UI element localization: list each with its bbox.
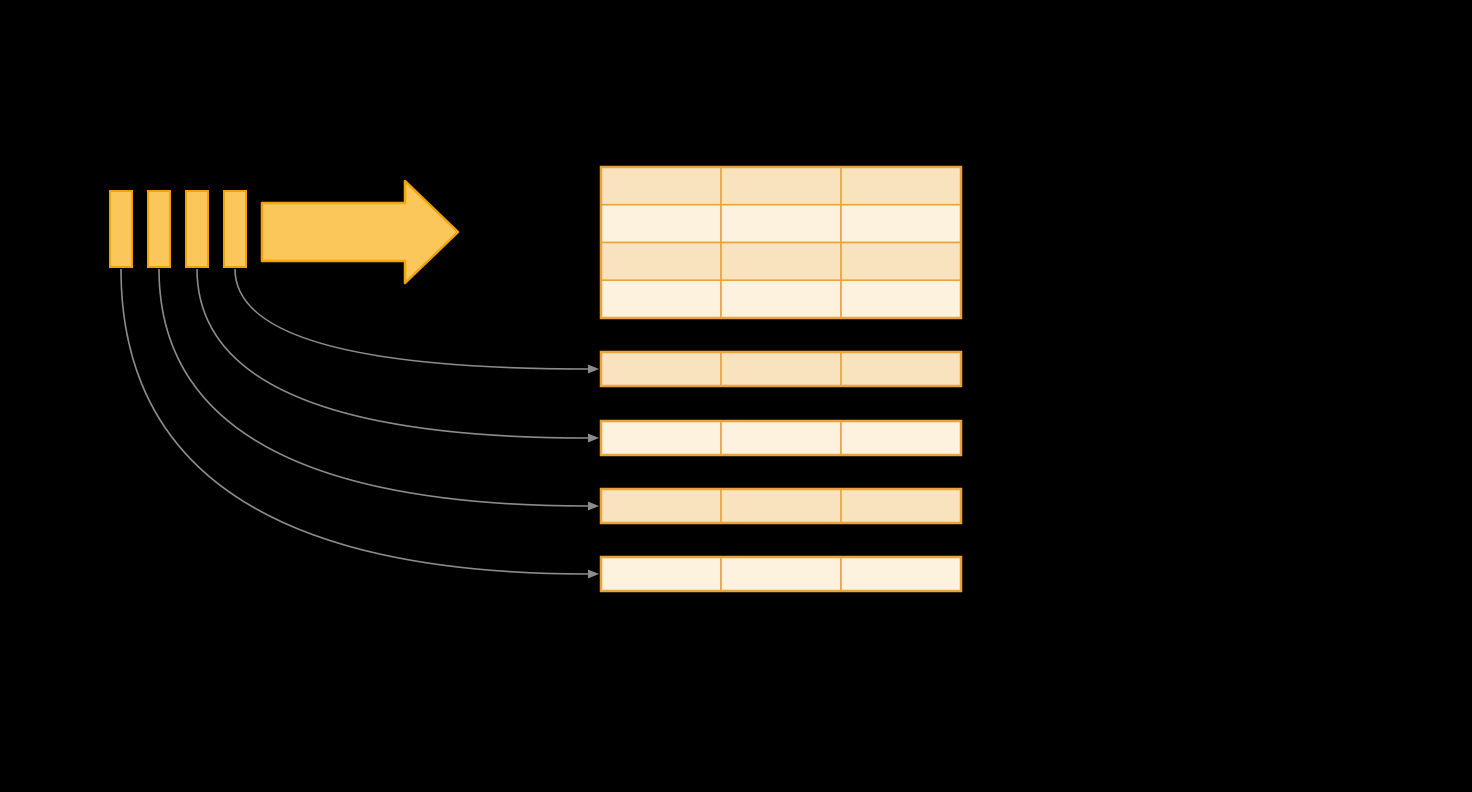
output-row-border	[599, 555, 963, 593]
output-row-cell	[840, 351, 962, 387]
output-row-cell	[720, 488, 842, 524]
output-row-cell	[840, 488, 962, 524]
connector-curve	[234, 268, 589, 370]
connector-curve	[158, 268, 589, 507]
input-bar	[109, 190, 133, 268]
output-row-border	[599, 419, 963, 457]
output-row-cell	[720, 420, 842, 456]
batch-table-cell	[600, 241, 722, 282]
output-row-cell	[600, 351, 722, 387]
input-bar	[223, 190, 247, 268]
output-row-cell	[600, 488, 722, 524]
output-row-cell	[720, 351, 842, 387]
output-row-cell	[600, 556, 722, 592]
connector-arrowhead-icon	[588, 364, 599, 374]
batch-table-border	[599, 165, 963, 320]
connector-curve	[120, 268, 589, 575]
output-row-cell	[840, 556, 962, 592]
input-bar	[185, 190, 209, 268]
batch-table-cell	[720, 279, 842, 319]
batch-table-cell	[720, 203, 842, 244]
batch-table-cell	[720, 241, 842, 282]
output-row-cell	[720, 556, 842, 592]
output-row-border	[599, 487, 963, 525]
connector-curve	[196, 268, 589, 439]
batch-table-cell	[720, 166, 842, 206]
flow-arrow	[260, 179, 460, 285]
output-row-cell	[600, 420, 722, 456]
batch-table-cell	[840, 166, 962, 206]
batch-table-cell	[600, 279, 722, 319]
batch-table-cell	[840, 279, 962, 319]
connector-arrowhead-icon	[588, 501, 599, 511]
connector-arrowhead-icon	[588, 433, 599, 443]
input-bar	[147, 190, 171, 268]
batch-table-cell	[840, 203, 962, 244]
connector-arrowhead-icon	[588, 569, 599, 579]
output-row-border	[599, 350, 963, 388]
batch-table-cell	[600, 166, 722, 206]
output-row-cell	[840, 420, 962, 456]
batch-table-cell	[600, 203, 722, 244]
batch-table-cell	[840, 241, 962, 282]
